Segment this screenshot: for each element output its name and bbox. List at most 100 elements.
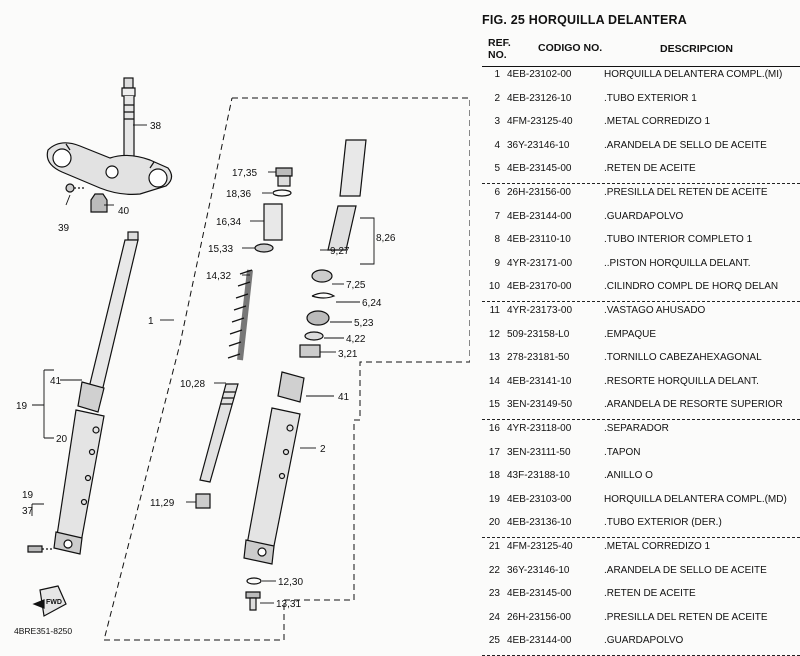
part-ref: 7 (494, 210, 500, 222)
axle-pinch-bolt-37 (27, 545, 52, 553)
part-code: 4EB-23103-00 (507, 493, 572, 505)
part-description: .ARANDELA DE SELLO DE ACEITE (604, 139, 767, 151)
oil-seal-clip (311, 292, 336, 299)
part-description: .TAPON (604, 446, 641, 458)
callout-14-32: 14,32 (206, 271, 231, 282)
part-description: .SEPARADOR (604, 423, 669, 434)
callout-7-25: 7,25 (346, 280, 366, 291)
part-code: 4EB-23145-00 (507, 588, 572, 600)
hex-bolt-13 (245, 591, 261, 611)
figure-title: FIG. 25 HORQUILLA DELANTERA (482, 13, 687, 27)
part-code: 4YR-23118-00 (507, 423, 572, 434)
part-code: 4EB-23144-00 (507, 635, 572, 647)
steering-stem-assembly (46, 77, 173, 195)
part-ref: 21 (488, 541, 500, 552)
part-row: 3 4FM-23125-40 .METAL CORREDIZO 1 (478, 111, 800, 134)
part-description: .VASTAGO AHUSADO (604, 305, 706, 316)
part-ref: 8 (494, 234, 500, 246)
part-ref: 24 (488, 611, 500, 623)
callout-10-28: 10,28 (180, 379, 205, 390)
part-code: 4YR-23173-00 (507, 305, 573, 316)
left-fork-assembly (53, 231, 139, 555)
slide-metal (299, 344, 321, 358)
part-code: 4EB-23144-00 (507, 210, 572, 222)
gasket-12 (246, 577, 262, 585)
part-ref: 12 (488, 328, 500, 340)
part-description: .TUBO EXTERIOR (DER.) (604, 517, 722, 529)
part-ref: 11 (489, 305, 500, 316)
part-ref: 6 (494, 187, 500, 198)
part-ref: 17 (488, 446, 500, 458)
oil-seal (306, 310, 330, 326)
callout-2: 2 (320, 444, 326, 455)
part-description: .METAL CORREDIZO 1 (604, 116, 711, 128)
part-ref: 20 (488, 517, 500, 529)
part-ref: 5 (494, 163, 500, 175)
part-description: .GUARDAPOLVO (604, 635, 684, 647)
part-code: 4EB-23145-00 (507, 163, 572, 175)
part-description: .METAL CORREDIZO 1 (604, 541, 711, 552)
callout-9-27: 9,27 (330, 246, 350, 257)
part-code: 26H-23156-00 (507, 187, 571, 198)
part-description: .ANILLO O (604, 470, 653, 482)
callout-18-36: 18,36 (226, 189, 251, 200)
fwd-label: FWD (46, 599, 62, 606)
pinch-bolt-39 (65, 183, 86, 193)
callout-41b: 41 (338, 392, 350, 403)
part-code: 4FM-23125-40 (507, 116, 573, 128)
assembly-boundary-1 (103, 97, 470, 641)
o-ring (272, 189, 292, 197)
callout-20: 20 (56, 434, 68, 445)
callout-1: 1 (148, 316, 154, 327)
group-separator (482, 183, 800, 184)
part-code: 4EB-23136-10 (507, 517, 572, 529)
callout-12-30: 12,30 (278, 577, 303, 588)
drawing-reference-code: 4BRE351-8250 (14, 626, 72, 636)
fork-spring (227, 269, 253, 361)
part-description: .CILINDRO COMPL DE HORQ DELAN (604, 281, 779, 293)
part-code: 26H-23156-00 (507, 611, 571, 623)
callout-19: 19 (16, 401, 28, 412)
inner-tube (339, 139, 367, 197)
part-description: .TORNILLO CABEZAHEXAGONAL (604, 352, 762, 364)
callout-39: 39 (58, 223, 70, 234)
part-description: .ARANDELA DE RESORTE SUPERIOR (604, 399, 783, 411)
part-ref: 23 (488, 588, 500, 600)
part-row: 20 4EB-23136-10 .TUBO EXTERIOR (DER.) (478, 512, 800, 535)
part-ref: 13 (488, 352, 500, 364)
part-code: 4EB-23170-00 (507, 281, 572, 293)
part-ref: 3 (494, 116, 500, 128)
part-description: ..PISTON HORQUILLA DELANT. (604, 257, 751, 269)
part-description: HORQUILLA DELANTERA COMPL.(MI) (604, 69, 783, 80)
right-outer-tube (243, 371, 305, 565)
callout-15-33: 15,33 (208, 244, 233, 255)
group-separator (482, 419, 800, 420)
part-description: .RESORTE HORQUILLA DELANT. (604, 375, 759, 387)
part-description: .PRESILLA DEL RETEN DE ACEITE (604, 187, 768, 198)
callout-37: 37 (22, 506, 34, 517)
part-code: 4FM-23125-40 (507, 541, 573, 552)
part-code: 4EB-23102-00 (507, 69, 572, 80)
callout-40: 40 (118, 206, 130, 217)
callout-16-34: 16,34 (216, 217, 241, 228)
part-row: 21 4FM-23125-40 .METAL CORREDIZO 1 (478, 536, 800, 559)
callout-11-29: 11,29 (150, 498, 175, 509)
seal-washer (304, 331, 324, 341)
part-description: .RETEN DE ACEITE (604, 163, 696, 175)
callout-6-24: 6,24 (362, 298, 382, 309)
part-ref: 22 (488, 564, 500, 576)
